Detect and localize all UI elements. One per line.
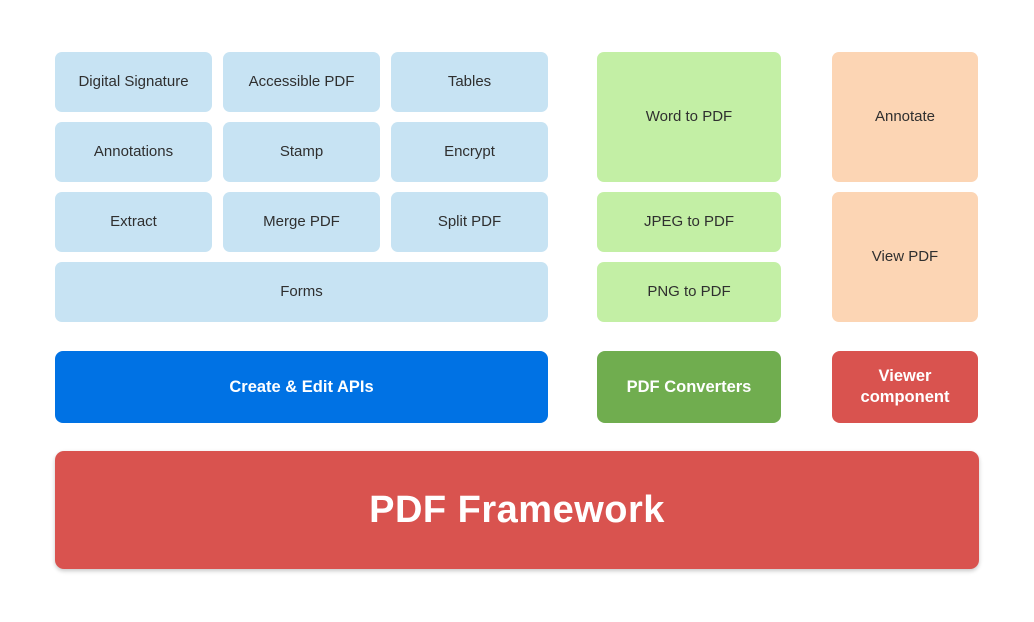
feature-box-png-to-pdf: PNG to PDF (597, 262, 781, 322)
group-label-viewer-component: Viewer component (832, 351, 978, 423)
feature-box-digital-signature: Digital Signature (55, 52, 212, 112)
feature-box-annotate: Annotate (832, 52, 978, 182)
feature-box-stamp: Stamp (223, 122, 380, 182)
feature-box-word-to-pdf: Word to PDF (597, 52, 781, 182)
feature-box-tables: Tables (391, 52, 548, 112)
group-label-pdf-converters: PDF Converters (597, 351, 781, 423)
feature-box-accessible-pdf: Accessible PDF (223, 52, 380, 112)
feature-box-encrypt: Encrypt (391, 122, 548, 182)
pdf-framework-banner: PDF Framework (55, 451, 979, 569)
group-label-create-edit-apis: Create & Edit APIs (55, 351, 548, 423)
feature-box-jpeg-to-pdf: JPEG to PDF (597, 192, 781, 252)
feature-box-view-pdf: View PDF (832, 192, 978, 322)
feature-box-extract: Extract (55, 192, 212, 252)
feature-box-forms: Forms (55, 262, 548, 322)
feature-box-merge-pdf: Merge PDF (223, 192, 380, 252)
feature-box-annotations: Annotations (55, 122, 212, 182)
feature-box-split-pdf: Split PDF (391, 192, 548, 252)
